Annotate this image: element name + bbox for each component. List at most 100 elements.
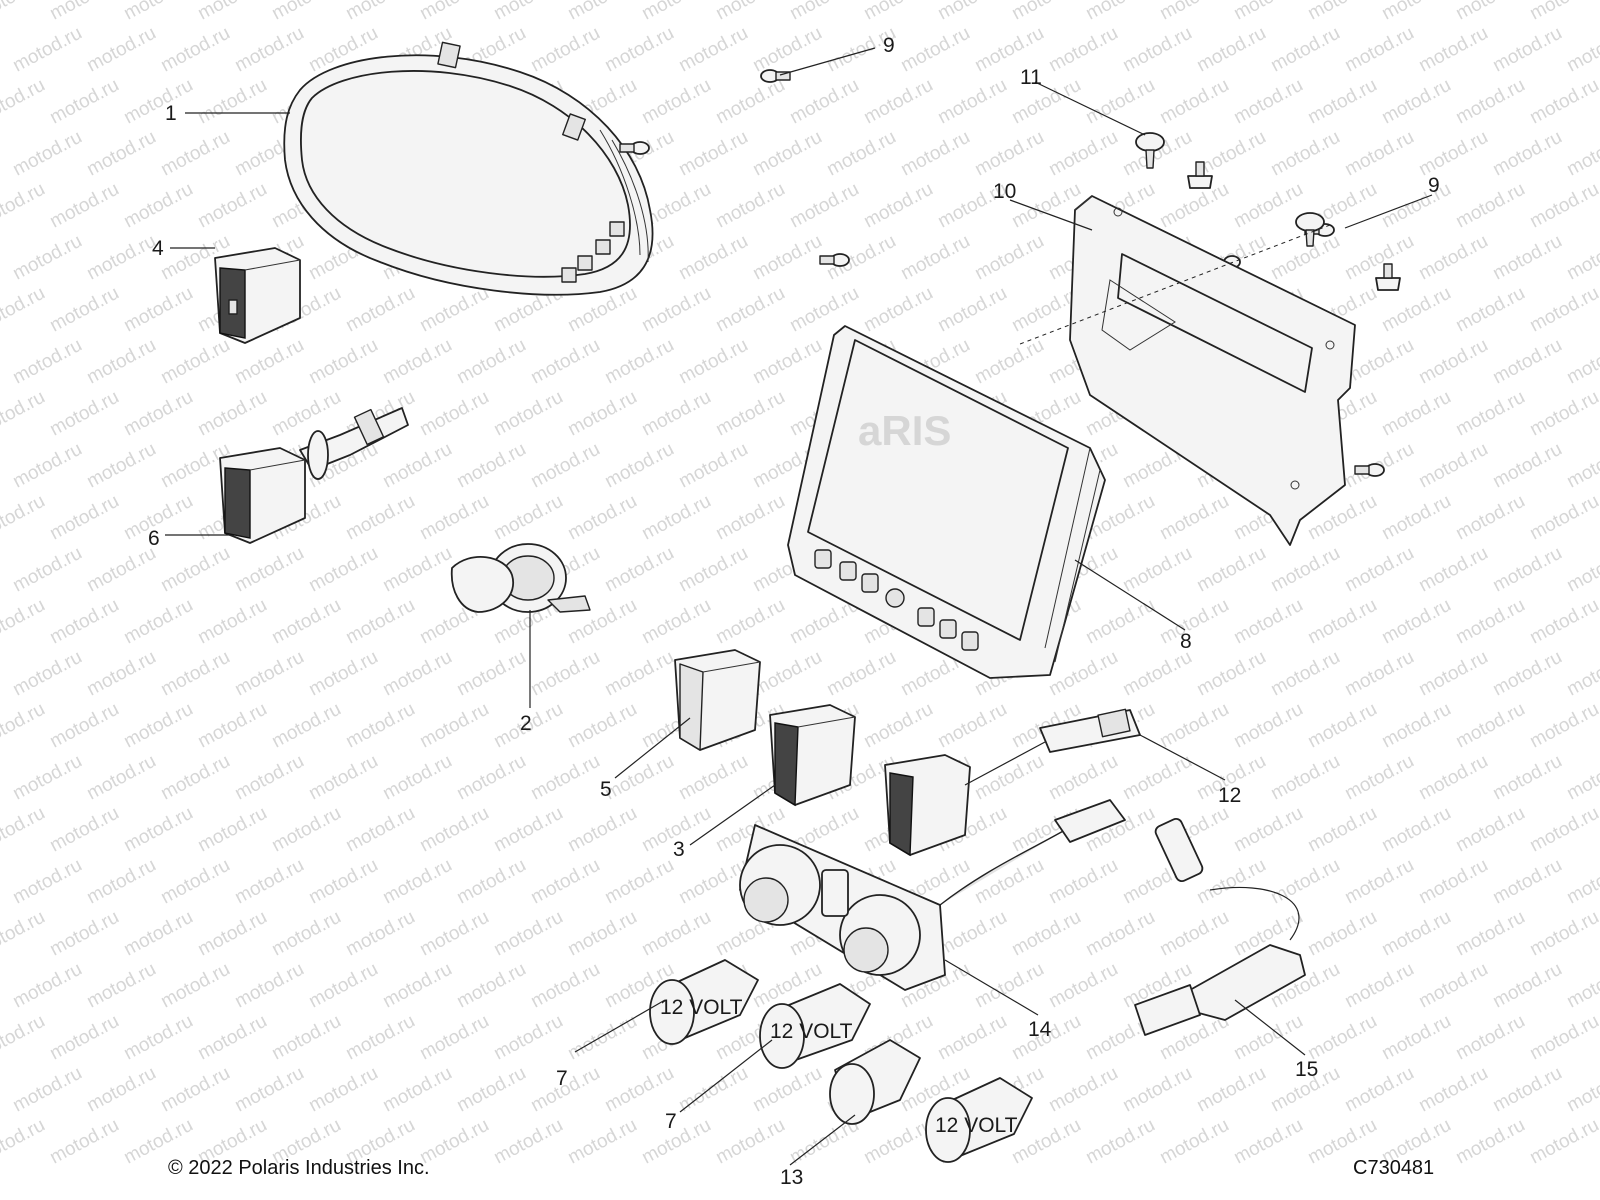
watermark-text: motod.ru	[1230, 595, 1306, 649]
watermark-text: motod.ru	[1378, 75, 1454, 129]
watermark-text: motod.ru	[1563, 543, 1600, 597]
watermark-text: motod.ru	[638, 75, 714, 129]
watermark-text: motod.ru	[1489, 439, 1565, 493]
watermark-text: motod.ru	[934, 1011, 1010, 1065]
watermark-text: motod.ru	[860, 179, 936, 233]
watermark-text: motod.ru	[1489, 231, 1565, 285]
watermark-text: motod.ru	[1267, 543, 1343, 597]
watermark-text: motod.ru	[379, 439, 455, 493]
watermark-text: motod.ru	[83, 127, 159, 181]
watermark-text: motod.ru	[1563, 439, 1600, 493]
watermark-text: motod.ru	[1304, 907, 1380, 961]
watermark-text: motod.ru	[157, 855, 233, 909]
watermark-text: motod.ru	[379, 959, 455, 1013]
watermark-text: motod.ru	[1563, 1063, 1600, 1117]
watermark-text: motod.ru	[0, 179, 49, 233]
watermark-text: motod.ru	[120, 907, 196, 961]
watermark-text: motod.ru	[1230, 179, 1306, 233]
watermark-text: motod.ru	[934, 0, 1010, 24]
watermark-text: motod.ru	[1489, 335, 1565, 389]
watermark-text: motod.ru	[527, 439, 603, 493]
watermark-text: motod.ru	[1489, 959, 1565, 1013]
watermark-text: motod.ru	[860, 1115, 936, 1169]
watermark-text: motod.ru	[194, 179, 270, 233]
watermark-text: motod.ru	[1415, 439, 1491, 493]
watermark-text: motod.ru	[1526, 283, 1600, 337]
watermark-text: motod.ru	[564, 387, 640, 441]
watermark-text: motod.ru	[1193, 1063, 1269, 1117]
watermark-text: motod.ru	[1526, 595, 1600, 649]
watermark-text: motod.ru	[1489, 647, 1565, 701]
watermark-text: motod.ru	[1193, 647, 1269, 701]
callout-14: 14	[1028, 1018, 1052, 1041]
callout-7b: 7	[665, 1110, 677, 1133]
watermark-text: motod.ru	[1304, 1011, 1380, 1065]
watermark-text: motod.ru	[638, 595, 714, 649]
watermark-text: motod.ru	[46, 907, 122, 961]
watermark-text: motod.ru	[157, 23, 233, 77]
callout-15: 15	[1295, 1058, 1318, 1081]
watermark-text: motod.ru	[9, 1063, 85, 1117]
watermark-text: motod.ru	[342, 1011, 418, 1065]
callout-numbers: 1 2 3 4 5 6 7 7 8 9 9 10 11 12 13 14 15	[148, 34, 1440, 1189]
watermark-text: motod.ru	[379, 855, 455, 909]
watermark-text: motod.ru	[675, 439, 751, 493]
watermark-text: motod.ru	[120, 803, 196, 857]
watermark-text: motod.ru	[1230, 699, 1306, 753]
watermark-text: motod.ru	[1526, 491, 1600, 545]
watermark-text: motod.ru	[83, 543, 159, 597]
watermark-text: motod.ru	[1378, 595, 1454, 649]
watermark-text: motod.ru	[46, 1115, 122, 1169]
watermark-text: motod.ru	[897, 231, 973, 285]
watermark-text: motod.ru	[120, 1011, 196, 1065]
callout-7a: 7	[556, 1067, 568, 1090]
watermark-text: motod.ru	[1378, 179, 1454, 233]
watermark-text: motod.ru	[342, 283, 418, 337]
watermark-text: motod.ru	[1193, 23, 1269, 77]
watermark-text: motod.ru	[1156, 75, 1232, 129]
watermark-text: motod.ru	[1045, 23, 1121, 77]
watermark-text: motod.ru	[601, 439, 677, 493]
watermark-text: motod.ru	[1489, 855, 1565, 909]
display-buttons	[814, 549, 979, 651]
watermark-text: motod.ru	[1267, 127, 1343, 181]
watermark-text: motod.ru	[379, 335, 455, 389]
watermark-text: motod.ru	[1082, 595, 1158, 649]
watermark-text: motod.ru	[9, 959, 85, 1013]
watermark-text: motod.ru	[9, 855, 85, 909]
watermark-text: motod.ru	[971, 751, 1047, 805]
watermark-text: motod.ru	[860, 699, 936, 753]
callout-12: 12	[1218, 784, 1241, 807]
outlet-label: 12 VOLT	[660, 996, 743, 1019]
watermark-text: motod.ru	[0, 0, 49, 24]
watermark-text: motod.ru	[453, 439, 529, 493]
watermark-text: motod.ru	[46, 1011, 122, 1065]
watermark-text: motod.ru	[157, 647, 233, 701]
watermark-text: motod.ru	[194, 1011, 270, 1065]
watermark-text: motod.ru	[1526, 1011, 1600, 1065]
watermark-text: motod.ru	[1230, 0, 1306, 24]
watermark-text: motod.ru	[0, 699, 49, 753]
watermark-text: motod.ru	[9, 543, 85, 597]
watermark-text: motod.ru	[83, 335, 159, 389]
watermark-text: motod.ru	[83, 751, 159, 805]
callout-11: 11	[1020, 66, 1042, 89]
watermark-text: motod.ru	[120, 595, 196, 649]
watermark-text: motod.ru	[1267, 23, 1343, 77]
watermark-text: motod.ru	[860, 283, 936, 337]
watermark-text: motod.ru	[971, 127, 1047, 181]
part-5-rocker-switch	[674, 649, 761, 751]
watermark-text: motod.ru	[268, 595, 344, 649]
watermark-text: motod.ru	[342, 491, 418, 545]
watermark-text: motod.ru	[638, 387, 714, 441]
watermark-text: motod.ru	[1267, 231, 1343, 285]
watermark-text: motod.ru	[342, 699, 418, 753]
watermark-text: motod.ru	[712, 1115, 788, 1169]
watermark-text: motod.ru	[1008, 907, 1084, 961]
watermark-text: motod.ru	[1156, 1115, 1232, 1169]
watermark-text: motod.ru	[1156, 699, 1232, 753]
part-7-12v-outlet-a: 12 VOLT	[649, 959, 759, 1045]
watermark-text: motod.ru	[1489, 23, 1565, 77]
watermark-text: motod.ru	[1563, 127, 1600, 181]
